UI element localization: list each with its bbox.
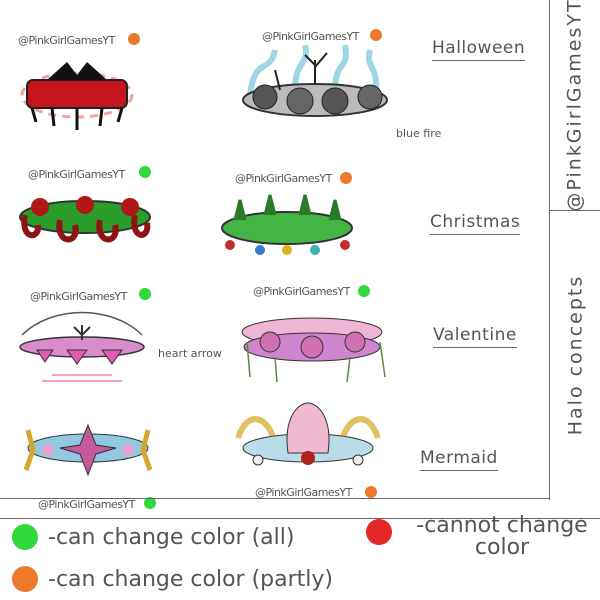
watermark: @PinkGirlGamesYT <box>28 168 125 181</box>
credit-text: @PinkGirlGamesYT <box>564 0 587 212</box>
legend-label: -can change color (all) <box>48 524 295 550</box>
watermark: @PinkGirlGamesYT <box>18 34 115 47</box>
status-dot-green <box>139 288 151 300</box>
watermark: @PinkGirlGamesYT <box>235 172 332 185</box>
sidebar: @PinkGirlGamesYT Halo concepts <box>549 0 600 500</box>
legend-label: -cannot change color <box>416 513 588 560</box>
valentine-rose-halo <box>241 317 386 383</box>
orange-dot-icon <box>12 566 38 592</box>
legend-label: -can change color (partly) <box>48 566 333 592</box>
legend-item-none: -cannot change color <box>366 515 600 559</box>
divider <box>0 498 550 499</box>
watermark: @PinkGirlGamesYT <box>253 285 350 298</box>
status-dot-green <box>139 166 151 178</box>
status-dot-orange <box>128 33 140 45</box>
row-label-mermaid: Mermaid <box>420 448 498 471</box>
mermaid-shell-halo <box>235 402 381 466</box>
note-heart-arrow: heart arrow <box>158 347 222 360</box>
legend-item-partly: -can change color (partly) <box>12 566 333 592</box>
christmas-tree-halo <box>221 194 353 255</box>
valentine-heart-halo <box>19 311 145 382</box>
divider <box>0 518 600 519</box>
sidebar-title: Halo concepts <box>550 210 600 500</box>
watermark: @PinkGirlGamesYT <box>38 498 135 511</box>
note-blue-fire: blue fire <box>396 127 442 140</box>
halloween-rose-halo <box>242 45 388 117</box>
halloween-bat-halo <box>20 62 134 130</box>
status-dot-green <box>358 285 370 297</box>
row-label-halloween: Halloween <box>432 38 526 61</box>
status-dot-orange <box>365 486 377 498</box>
mermaid-star-halo <box>23 423 153 477</box>
row-label-valentine: Valentine <box>433 325 517 348</box>
green-dot-icon <box>12 524 38 550</box>
divider <box>550 210 600 211</box>
christmas-bow-halo <box>19 196 151 243</box>
legend-item-all: -can change color (all) <box>12 524 294 550</box>
status-dot-orange <box>340 172 352 184</box>
row-label-christmas: Christmas <box>430 212 521 235</box>
watermark: @PinkGirlGamesYT <box>262 30 359 43</box>
sidebar-credit: @PinkGirlGamesYT <box>550 0 600 212</box>
status-dot-orange <box>370 29 382 41</box>
status-dot-green <box>144 497 156 509</box>
watermark: @PinkGirlGamesYT <box>30 290 127 303</box>
watermark: @PinkGirlGamesYT <box>255 486 352 499</box>
title-text: Halo concepts <box>564 274 586 436</box>
red-dot-icon <box>366 519 392 545</box>
